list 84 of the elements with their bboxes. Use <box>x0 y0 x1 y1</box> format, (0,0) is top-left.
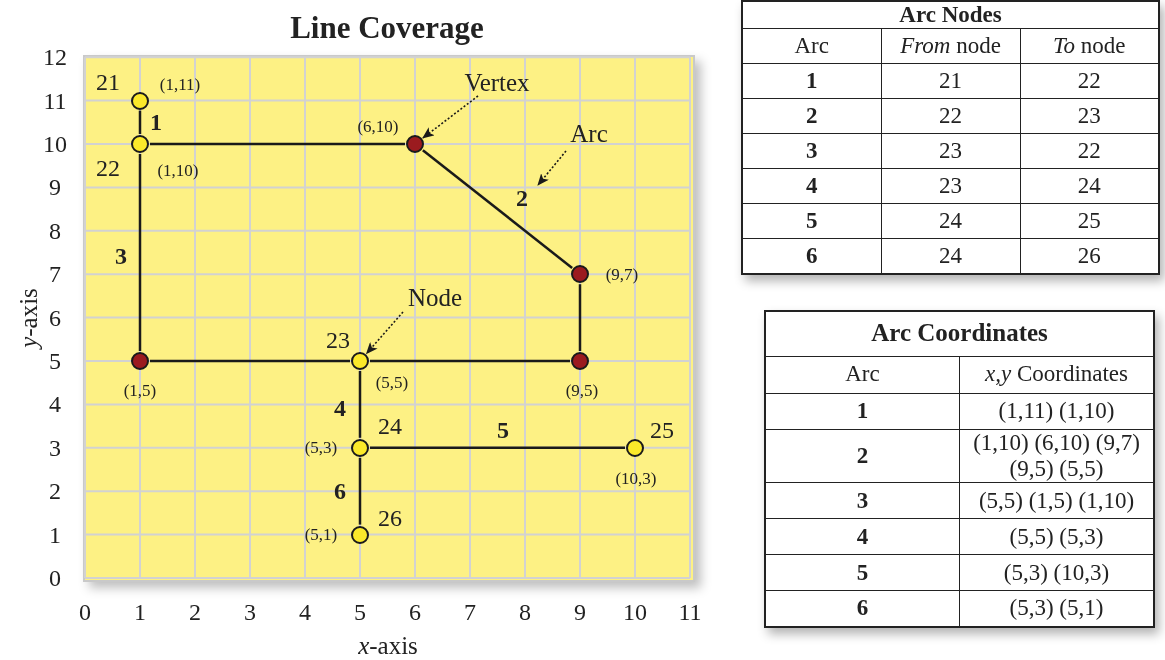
axis-tick-label: 10 <box>43 132 67 156</box>
axis-tick-label: 3 <box>49 435 61 460</box>
arc-number: 4 <box>334 396 346 420</box>
axis-tick-label: 7 <box>49 262 61 287</box>
table-cell: 23 <box>881 168 1020 204</box>
callout-label: Arc <box>570 120 608 146</box>
table-cell: 4 <box>742 168 881 204</box>
table-cell: 1 <box>765 393 960 429</box>
axis-tick-label: 0 <box>79 600 91 624</box>
axis-tick-label: 8 <box>49 218 61 243</box>
axis-tick-label: 0 <box>49 566 61 590</box>
callout-label: Vertex <box>464 69 530 95</box>
table-cell: 2 <box>742 98 881 134</box>
leader-arrow <box>365 311 404 355</box>
coordinate-label: (5,1) <box>304 525 338 543</box>
coordinate-label: (1,10) <box>157 161 199 179</box>
axis-tick-label: 6 <box>409 600 421 624</box>
arc-line <box>138 154 142 351</box>
node-number: 22 <box>96 156 120 180</box>
axis-title: y-axis <box>15 288 41 348</box>
axis-tick-label: 7 <box>464 600 476 624</box>
axis-tick-label: 4 <box>299 600 311 624</box>
axis-tick-label: 10 <box>623 600 647 624</box>
table-cell: 23 <box>881 133 1020 169</box>
axis-tick-label: 5 <box>354 600 366 624</box>
column-header: Arc <box>742 28 881 64</box>
arc-line <box>150 142 405 146</box>
arc-line <box>358 457 362 525</box>
coordinate-label: (10,3) <box>615 469 657 487</box>
table-cell: 5 <box>765 554 960 591</box>
arc-line <box>138 110 142 134</box>
axis-tick-label: 3 <box>244 600 256 624</box>
node-number: 23 <box>326 328 350 352</box>
axis-tick-label: 5 <box>49 349 61 373</box>
arc-number: 5 <box>497 418 509 442</box>
axis-tick-label: 4 <box>49 392 61 417</box>
axis-tick-label: 2 <box>49 479 61 504</box>
coordinate-label: (5,5) <box>375 373 409 391</box>
coordinate-label: (9,5) <box>565 381 599 399</box>
coordinate-label: (6,10) <box>357 117 399 135</box>
arc-line <box>150 359 350 363</box>
table-cell: 1 <box>742 63 881 99</box>
table-cell: 21 <box>881 63 1020 99</box>
arc-number: 6 <box>334 479 346 503</box>
arc-line <box>358 371 362 438</box>
coordinate-label: (1,11) <box>159 75 201 93</box>
column-header: From node <box>881 28 1020 64</box>
coordinate-label: (1,5) <box>123 381 157 399</box>
node-number: 21 <box>96 70 120 94</box>
table-cell: 5 <box>742 203 881 239</box>
arc-line <box>578 284 582 351</box>
callout-label: Node <box>407 284 463 310</box>
axis-tick-label: 2 <box>189 600 201 624</box>
coordinate-label: (9,7) <box>605 265 639 283</box>
axis-title: x-axis <box>358 632 418 658</box>
arc-line <box>370 359 570 363</box>
leader-arrow <box>537 150 567 186</box>
axis-tick-label: 11 <box>43 88 67 113</box>
table-cell: 4 <box>765 518 960 555</box>
axis-tick-label: 1 <box>134 600 146 624</box>
axis-tick-label: 9 <box>49 175 61 200</box>
arc-number: 1 <box>150 110 162 134</box>
axis-tick-label: 11 <box>678 600 702 624</box>
coordinate-label: (5,3) <box>304 438 338 456</box>
axis-tick-label: 1 <box>49 522 61 547</box>
table-cell: 2 <box>765 429 960 483</box>
arc-number: 3 <box>115 244 127 268</box>
node-number: 24 <box>378 414 402 438</box>
arc-line <box>422 149 573 269</box>
axis-tick-label: 9 <box>574 600 586 624</box>
node-number: 26 <box>378 506 402 530</box>
axis-tick-label: 6 <box>49 305 61 330</box>
axis-tick-label: 12 <box>43 45 67 70</box>
leader-arrow <box>422 95 479 139</box>
axis-tick-label: 8 <box>519 600 531 624</box>
arc-line <box>370 446 625 450</box>
node-number: 25 <box>650 418 674 442</box>
table-cell: 24 <box>881 203 1020 239</box>
table-cell: 3 <box>765 482 960 519</box>
table-cell: 22 <box>881 98 1020 134</box>
arc-number: 2 <box>516 186 528 210</box>
column-header: Arc <box>765 356 960 393</box>
table-cell: 3 <box>742 133 881 169</box>
diagram-title: Line Coverage <box>290 8 484 47</box>
